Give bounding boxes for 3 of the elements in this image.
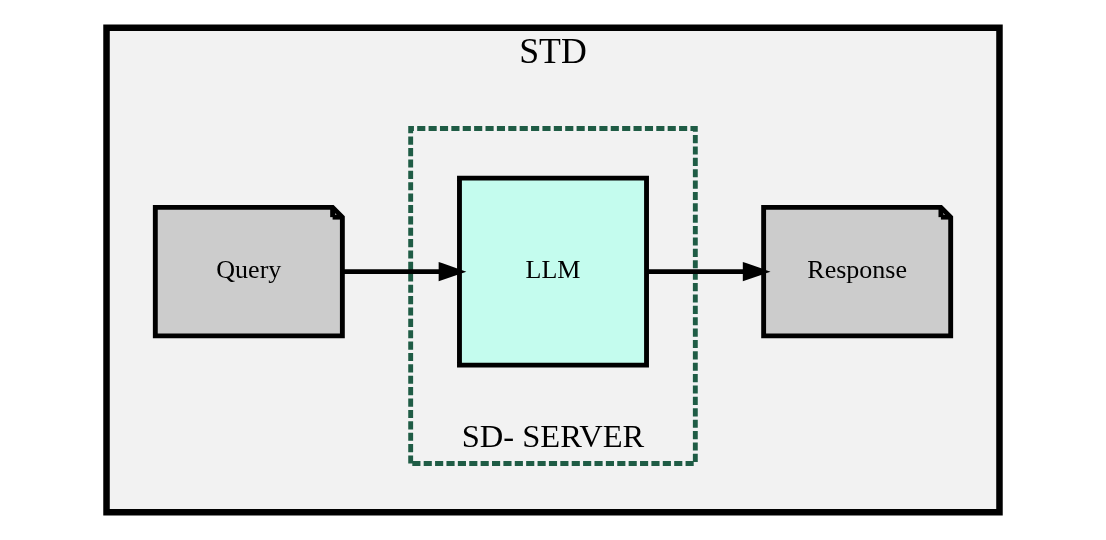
arrow [342, 261, 467, 282]
arrow [646, 261, 771, 282]
node-box: LLM [457, 175, 649, 368]
